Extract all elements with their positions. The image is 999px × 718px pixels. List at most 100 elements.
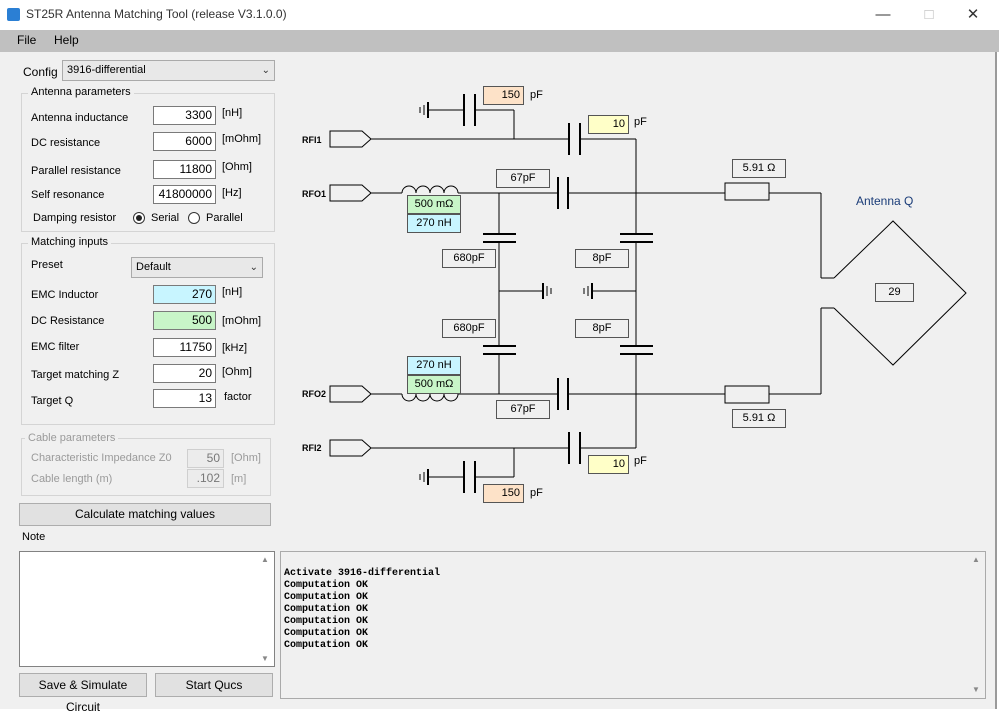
preset-select[interactable]: Default ⌄ [131,257,263,278]
matching-inputs-group [21,243,275,425]
config-label: Config [23,65,58,79]
emc-inductor-field[interactable]: 270 [153,285,216,304]
note-textarea[interactable] [19,551,275,667]
window-title: ST25R Antenna Matching Tool (release V3.… [26,7,287,21]
self-resonance-unit: [Hz] [222,187,242,199]
cap-emc-bot-value: 680pF [442,319,496,338]
parallel-radio[interactable] [188,212,200,224]
cap-series-top-value: 67pF [496,169,550,188]
antenna-parameters-title: Antenna parameters [28,86,134,98]
log-line: Computation OK [284,580,369,591]
emc-inductor-unit: [nH] [222,286,243,298]
chevron-down-icon: ⌄ [249,262,258,273]
pin-rfo1-shape [329,184,372,202]
cap-top-couple-value[interactable]: 10 [588,115,629,134]
minimize-icon[interactable]: — [875,6,891,23]
cap-bot-couple-value[interactable]: 10 [588,455,629,474]
cap-par-bot-value: 8pF [575,319,629,338]
emc-inductor-label: EMC Inductor [31,289,99,301]
antenna-inductance-unit: [nH] [222,107,243,119]
preset-label: Preset [31,259,63,271]
dc-resistance-matching-unit: [mOhm] [222,315,262,327]
cap-top-rx-value[interactable]: 150 [483,86,524,105]
menu-file[interactable]: File [17,33,37,47]
close-icon[interactable]: ✕ [966,6,980,23]
self-resonance-field[interactable]: 41800000 [153,185,216,204]
antenna-q-value: 29 [875,283,914,302]
target-z-field[interactable]: 20 [153,364,216,383]
log-line: Computation OK [284,604,369,615]
dc-resistance-matching-label: DC Resistance [31,315,105,327]
cap-bot-couple-unit: pF [634,455,647,467]
antenna-inductance-field[interactable]: 3300 [153,106,216,125]
pin-rfo1-label: RFO1 [302,189,327,199]
scroll-down-icon[interactable]: ▼ [972,685,980,694]
scroll-down-icon[interactable]: ▼ [261,654,269,663]
pin-rfi2-label: RFI2 [302,443,322,453]
cap-par-top-value: 8pF [575,249,629,268]
target-z-label: Target matching Z [31,369,120,381]
res-emc-bot-value: 500 mΩ [407,375,461,394]
antenna-inductance-label: Antenna inductance [31,112,129,124]
config-select[interactable]: 3916-differential ⌄ [62,60,275,81]
parallel-resistance-unit: [Ohm] [222,161,252,173]
damping-resistor-label: Damping resistor [33,212,117,224]
cable-parameters-title: Cable parameters [25,432,119,444]
pin-rfo2-label: RFO2 [302,389,327,399]
target-q-label: Target Q [31,395,74,407]
log-line: Computation OK [284,640,369,651]
characteristic-impedance-field[interactable]: 50 [187,449,224,468]
parallel-resistance-label: Parallel resistance [31,165,121,177]
cap-series-bot-value: 67pF [496,400,550,419]
target-q-field[interactable]: 13 [153,389,216,408]
cable-length-label: Cable length (m) [31,473,113,485]
cap-emc-top-value: 680pF [442,249,496,268]
preset-value: Default [136,261,171,273]
cable-parameters-group [21,438,271,496]
emc-filter-unit: [kHz] [222,342,248,354]
pin-rfi1-label: RFI1 [302,135,322,145]
characteristic-impedance-unit: [Ohm] [231,452,261,464]
dc-resistance-unit: [mOhm] [222,133,262,145]
emc-filter-label: EMC filter [31,341,80,353]
chevron-down-icon: ⌄ [261,65,270,76]
log-output[interactable]: Activate 3916-differential Computation O… [280,551,986,699]
cap-bot-rx-value[interactable]: 150 [483,484,524,503]
target-q-unit: factor [224,391,252,403]
target-z-unit: [Ohm] [222,366,252,378]
pin-rfo2-shape [329,385,372,403]
log-line: Computation OK [284,616,369,627]
maximize-icon[interactable]: □ [924,6,934,23]
cap-top-rx-unit: pF [530,89,543,101]
config-value: 3916-differential [67,64,146,76]
scroll-up-icon[interactable]: ▲ [261,555,269,564]
parallel-resistance-field[interactable]: 11800 [153,160,216,179]
antenna-q-title: Antenna Q [856,194,914,208]
log-line: Activate 3916-differential [284,568,441,579]
res-ant-bot-value: 5.91 Ω [732,409,786,428]
log-line: Computation OK [284,592,369,603]
dc-resistance-label: DC resistance [31,137,101,149]
scroll-up-icon[interactable]: ▲ [972,555,980,564]
res-ant-top-value: 5.91 Ω [732,159,786,178]
log-line: Computation OK [284,628,369,639]
emc-filter-field[interactable]: 11750 [153,338,216,357]
res-emc-top-value: 500 mΩ [407,195,461,214]
self-resonance-label: Self resonance [31,189,105,201]
cap-top-couple-unit: pF [634,116,647,128]
log-lines: Activate 3916-differential Computation O… [284,568,440,652]
calculate-button[interactable]: Calculate matching values [19,503,271,526]
menu-help[interactable]: Help [54,33,79,47]
menu-bar [0,30,999,52]
app-icon [7,8,20,21]
start-qucs-button[interactable]: Start Qucs [155,673,273,697]
serial-radio-label: Serial [151,212,180,224]
cap-bot-rx-unit: pF [530,487,543,499]
dc-resistance-matching-field[interactable]: 500 [153,311,216,330]
matching-inputs-title: Matching inputs [28,236,112,248]
cable-length-field[interactable]: .102 [187,469,224,488]
serial-radio[interactable] [133,212,145,224]
save-simulate-button[interactable]: Save & Simulate Circuit [19,673,147,714]
dc-resistance-field[interactable]: 6000 [153,132,216,151]
